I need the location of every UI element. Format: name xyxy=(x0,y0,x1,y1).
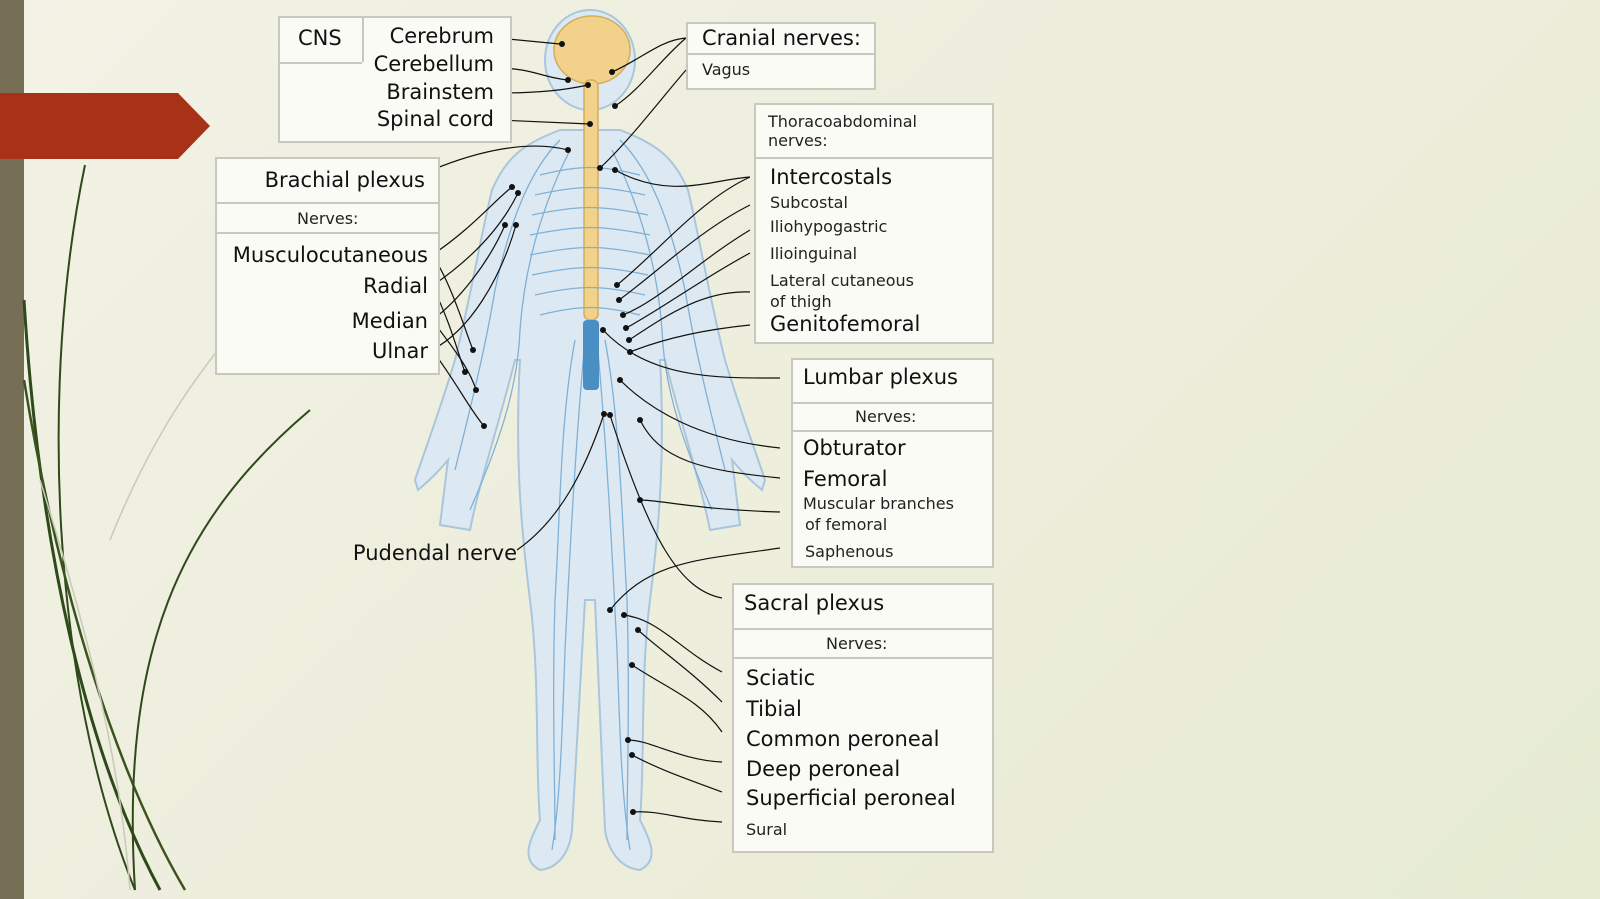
thoraco-label-intercostals: Intercostals xyxy=(770,165,893,189)
sacral-label-sciatic: Sciatic xyxy=(746,666,816,690)
brachial-plexus-box xyxy=(215,157,440,375)
cns-box xyxy=(278,16,512,143)
lumbar-nerves-subheader: Nerves: xyxy=(855,407,917,426)
thoraco-label-iliohypogastric: Iliohypogastric xyxy=(770,217,888,236)
brachial-plexus-header: Brachial plexus xyxy=(264,168,425,192)
sacral-nerves-subheader: Nerves: xyxy=(826,634,888,653)
cns-header: CNS xyxy=(298,26,342,50)
thoraco-label-genitofemoral: Genitofemoral xyxy=(770,312,921,336)
sacral-label-deep-peroneal: Deep peroneal xyxy=(746,757,901,781)
lumbar-plexus-box xyxy=(791,358,994,568)
cranial-nerves-box xyxy=(686,22,876,90)
thoraco-header-line2: nerves: xyxy=(768,131,828,150)
sacral-label-sural: Sural xyxy=(746,820,788,839)
cranial-nerves-header: Cranial nerves: xyxy=(702,26,861,50)
thoraco-label-subcostal: Subcostal xyxy=(770,193,848,212)
sacral-plexus-header: Sacral plexus xyxy=(744,591,885,615)
cns-label-cerebrum: Cerebrum xyxy=(389,24,494,48)
sacral-label-superficial-peroneal: Superficial peroneal xyxy=(746,786,956,810)
lumbar-label-muscular-line2: of femoral xyxy=(805,515,888,534)
thoraco-label-lateral-cutaneous-line2: of thigh xyxy=(770,292,832,311)
thoraco-label-lateral-cutaneous-line1: Lateral cutaneous xyxy=(770,271,915,290)
thoracoabdominal-box xyxy=(754,103,994,344)
pudendal-nerve-label: Pudendal nerve xyxy=(352,541,517,565)
lumbar-label-saphenous: Saphenous xyxy=(805,542,894,561)
lumbar-label-femoral: Femoral xyxy=(803,467,888,491)
lumbar-label-obturator: Obturator xyxy=(803,436,906,460)
brachial-nerves-subheader: Nerves: xyxy=(297,209,359,228)
cranial-label-vagus: Vagus xyxy=(702,60,751,79)
sacral-label-common-peroneal: Common peroneal xyxy=(746,727,940,751)
cns-label-cerebellum: Cerebellum xyxy=(373,52,494,76)
red-arrow-tab xyxy=(0,93,210,159)
thoraco-label-ilioinguinal: Ilioinguinal xyxy=(770,244,858,263)
lumbar-plexus-header: Lumbar plexus xyxy=(803,365,958,389)
cns-label-spinal-cord: Spinal cord xyxy=(376,107,494,131)
lumbar-label-muscular-line1: Muscular branches xyxy=(803,494,954,513)
thoraco-header-line1: Thoracoabdominal xyxy=(768,112,917,131)
brachial-label-radial: Radial xyxy=(363,274,428,298)
brachial-label-median: Median xyxy=(351,309,428,333)
brachial-label-musculocutaneous: Musculocutaneous xyxy=(232,243,428,267)
brachial-label-ulnar: Ulnar xyxy=(371,339,428,363)
sacral-label-tibial: Tibial xyxy=(746,697,802,721)
cns-label-brainstem: Brainstem xyxy=(386,80,494,104)
sacral-plexus-box xyxy=(732,583,994,853)
